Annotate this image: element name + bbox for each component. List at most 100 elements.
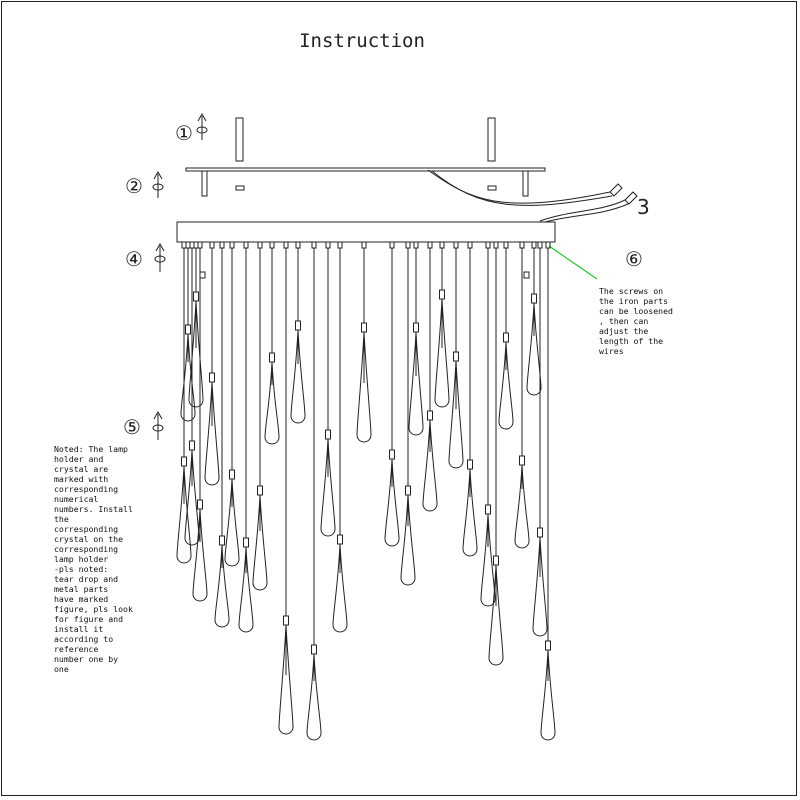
lamp-holder — [531, 293, 537, 304]
wire-connector-1 — [609, 183, 623, 197]
canopy-screw — [405, 241, 411, 249]
title-text: Instruction — [299, 30, 425, 52]
step-6-label: ⑥ — [625, 247, 643, 271]
canopy-screw — [361, 241, 367, 249]
lamp-holder — [295, 320, 301, 331]
canopy-screw — [413, 241, 419, 249]
teardrop-crystal — [176, 465, 192, 564]
lamp-holder — [193, 291, 199, 302]
plate-post-left — [201, 170, 208, 197]
teardrop-crystal — [462, 468, 478, 557]
rotate-arrow-icon — [196, 112, 208, 140]
teardrop-crystal — [204, 381, 220, 486]
canopy-screw — [269, 241, 275, 249]
teardrop-crystal — [400, 494, 416, 586]
lamp-holder — [219, 535, 225, 546]
power-wire-3 — [539, 199, 626, 222]
lamp-holder — [257, 485, 263, 496]
teardrop-crystal — [540, 649, 556, 741]
install-note: Noted: The lamp holder and crystal are m… — [54, 444, 133, 674]
ceiling-plate — [185, 167, 546, 172]
teardrop-crystal — [264, 361, 280, 445]
canopy-screw — [537, 241, 543, 249]
lamp-holder — [439, 289, 445, 300]
lamp-holder — [545, 640, 551, 651]
teardrop-crystal — [320, 438, 336, 537]
canopy-screw — [453, 241, 459, 249]
lamp-holder — [337, 534, 343, 545]
step-4-label: ④ — [125, 247, 143, 271]
plate-slot-right — [487, 185, 497, 191]
canopy-screw — [325, 241, 331, 249]
rotate-arrow-icon — [152, 410, 164, 440]
lamp-holder — [311, 644, 317, 655]
lamp-holder — [283, 615, 289, 626]
teardrop-crystal — [224, 478, 240, 567]
lamp-holder — [453, 351, 459, 362]
canopy-screw — [197, 241, 203, 249]
teardrop-crystal — [498, 341, 514, 430]
canopy-screw — [427, 241, 433, 249]
rotate-arrow-icon — [154, 242, 166, 272]
lamp-holder — [493, 555, 499, 566]
rotate-arrow-icon — [152, 170, 164, 198]
lamp-holder — [537, 527, 543, 538]
canopy-screw — [193, 241, 199, 249]
teardrop-crystal — [384, 458, 400, 547]
lamp-holder — [243, 537, 249, 548]
canopy-screw — [311, 241, 317, 249]
lamp-holder — [185, 324, 191, 335]
screw-leader-line — [548, 245, 598, 280]
teardrop-crystal — [306, 653, 322, 741]
canopy-screw — [283, 241, 289, 249]
teardrop-crystal — [238, 546, 254, 633]
teardrop-crystal — [434, 298, 450, 408]
lamp-holder — [405, 485, 411, 496]
lamp-holder — [467, 459, 473, 470]
canopy-screw — [209, 241, 215, 249]
canopy-screw — [439, 241, 445, 249]
canopy-screw — [389, 241, 395, 249]
lamp-holder — [181, 456, 187, 467]
canopy-screw — [503, 241, 509, 249]
lamp-holder — [361, 322, 367, 333]
lamp-holder — [209, 372, 215, 383]
teardrop-crystal — [252, 494, 268, 591]
canopy-box — [176, 221, 556, 243]
canopy-screw — [181, 241, 187, 249]
teardrop-crystal — [514, 464, 530, 549]
lamp-holder — [229, 469, 235, 480]
power-wire-1 — [427, 169, 611, 204]
canopy-screw — [185, 241, 191, 249]
teardrop-crystal — [422, 419, 438, 512]
wire-connector-2 — [624, 191, 638, 205]
lamp-holder — [189, 440, 195, 451]
step-1-label: ① — [175, 121, 193, 145]
canopy-screw — [257, 241, 263, 249]
teardrop-crystal — [184, 449, 200, 546]
canopy-screw — [337, 241, 343, 249]
canopy-screw — [545, 241, 551, 249]
canopy-screw — [467, 241, 473, 249]
step-2-label: ② — [125, 174, 143, 198]
teardrop-crystal — [192, 508, 208, 602]
teardrop-crystal — [278, 624, 294, 735]
teardrop-crystal — [448, 360, 464, 469]
teardrop-crystal — [332, 543, 348, 633]
step-3-label: 3 — [637, 195, 650, 219]
teardrop-crystal — [532, 536, 548, 637]
teardrop-crystal — [214, 544, 230, 628]
mount-hook-right — [487, 117, 496, 162]
lamp-holder — [413, 322, 419, 333]
lamp-holder — [427, 410, 433, 421]
lamp-holder — [485, 504, 491, 515]
screw-annotation: The screws on the iron parts can be loos… — [599, 286, 673, 356]
teardrop-crystal — [290, 329, 306, 424]
mount-hook-left — [235, 117, 244, 162]
plate-slot-left — [235, 185, 245, 191]
canopy-screw — [219, 241, 225, 249]
step-5-label: ⑤ — [123, 415, 141, 439]
lamp-holder — [325, 429, 331, 440]
